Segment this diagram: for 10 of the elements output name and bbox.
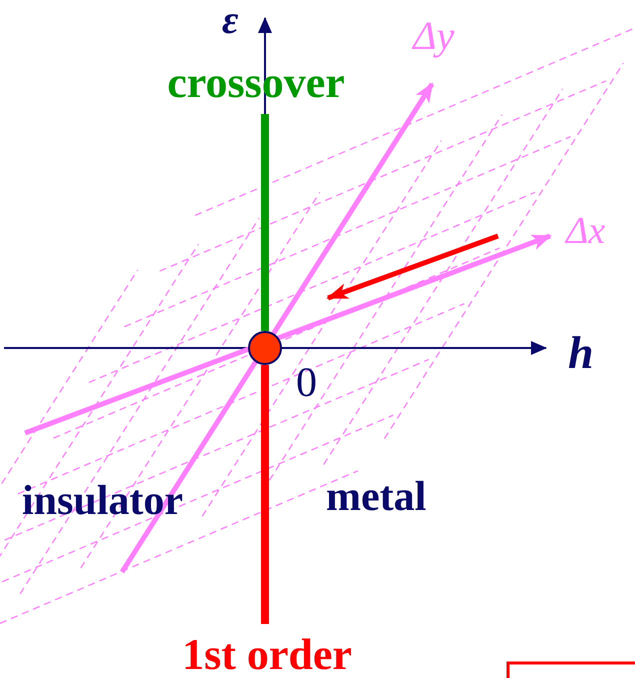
region-label: insulator <box>22 480 184 522</box>
phase-boundary-line <box>261 365 269 624</box>
origin-label: 0 <box>296 362 317 404</box>
axis-label: Δy <box>413 16 454 56</box>
axis-label: h <box>568 330 594 376</box>
axis-label: ε <box>222 0 238 40</box>
first-order-label: 1st order <box>160 632 374 678</box>
region-label: metal <box>326 476 426 518</box>
phase-boundary-line <box>261 114 269 331</box>
axis-label: Δx <box>566 212 606 250</box>
